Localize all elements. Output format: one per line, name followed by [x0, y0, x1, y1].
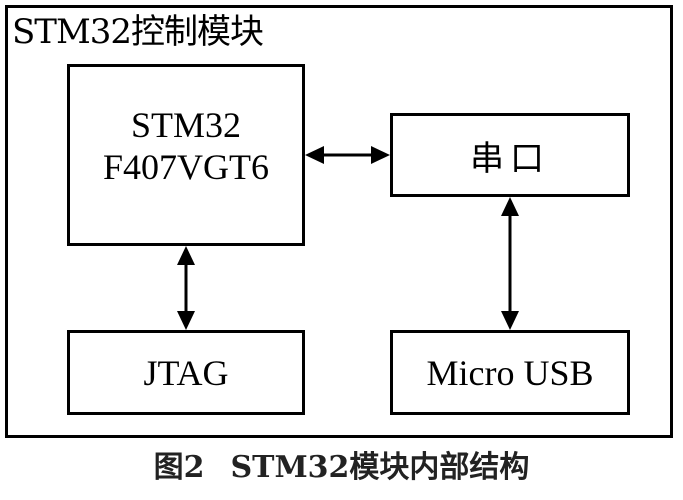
jtag-block: JTAG	[67, 330, 305, 415]
micro-usb-block: Micro USB	[390, 330, 630, 415]
figure-title: STM32模块内部结构	[230, 450, 530, 485]
micro-usb-label: Micro USB	[426, 352, 594, 393]
mcu-name: STM32	[130, 105, 242, 145]
stm32-module-frame	[5, 5, 673, 438]
figure-label: 图2	[153, 450, 205, 485]
mcu-block: STM32 F407VGT6	[67, 64, 305, 246]
serial-port-label: 串口	[470, 138, 550, 179]
figure-caption: 图2 STM32模块内部结构	[0, 448, 683, 488]
serial-port-block: 串口	[390, 113, 630, 197]
mcu-part-number: F407VGT6	[102, 147, 269, 187]
jtag-label: JTAG	[143, 352, 229, 393]
module-title: STM32控制模块	[12, 12, 264, 52]
